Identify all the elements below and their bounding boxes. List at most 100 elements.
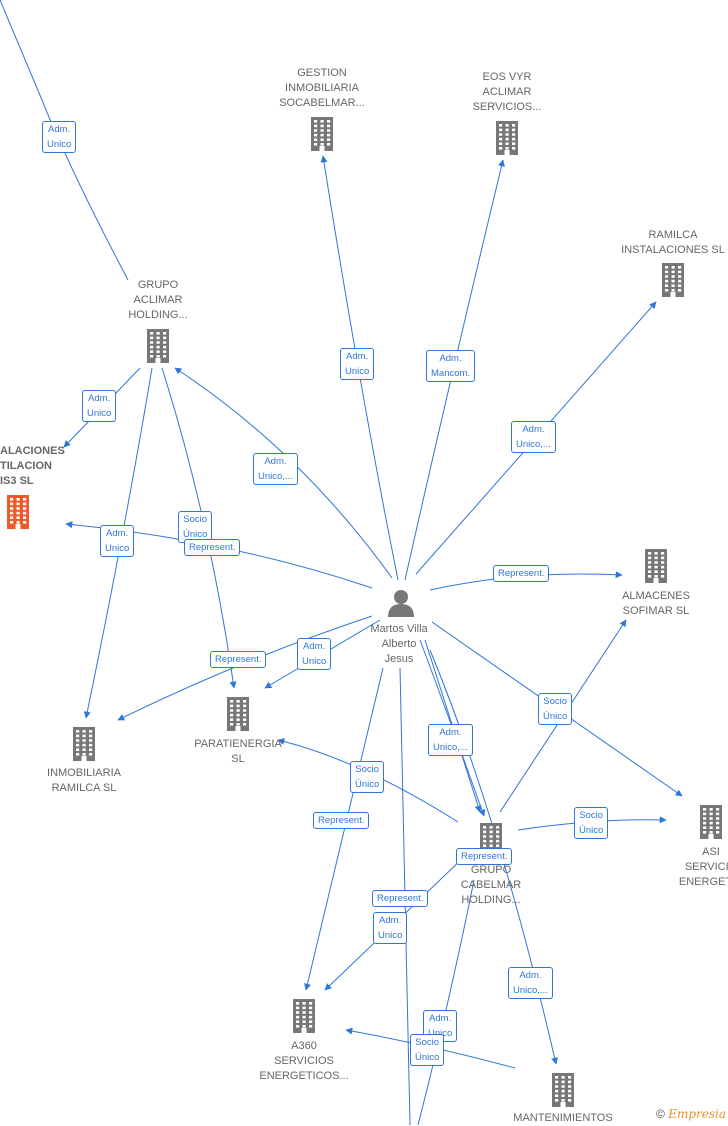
company-label-line: ACLIMAR: [482, 86, 532, 98]
company-label-line: TILACION: [0, 460, 52, 472]
person-name-line: Jesus: [384, 653, 414, 665]
edge-label-line: Unico: [428, 1026, 452, 1041]
company-paratienergia-building-icon[interactable]: [223, 696, 253, 732]
brand-logo[interactable]: Empresia: [668, 1107, 726, 1121]
company-label-line: INMOBILIARIA: [47, 767, 121, 779]
edge-label-line: Unico: [87, 408, 112, 419]
edge-label-line: Unico: [47, 139, 72, 150]
edge-label-line: Unico,...: [258, 471, 293, 482]
edge-line: [417, 879, 475, 1125]
edge-label-line: Unico: [105, 543, 130, 554]
edge-label-line: Unico: [302, 656, 327, 667]
person-icon[interactable]: [386, 588, 416, 618]
company-mantenimientos-label[interactable]: MANTENIMIENTOS: [513, 1111, 612, 1126]
edge-label-l19[interactable]: Represent.: [372, 890, 429, 907]
company-label-line: MANTENIMIENTOS: [513, 1112, 613, 1124]
edge-label-l2[interactable]: Adm.Unico: [340, 348, 375, 380]
company-label-line: HOLDING...: [461, 894, 521, 906]
edge-label-line: Mancom.: [431, 368, 471, 379]
edge-label-line: Adm.: [439, 353, 462, 364]
company-label-line: SERVICIOS: [274, 1055, 334, 1067]
company-label-line: EOS VYR: [482, 71, 532, 83]
person-name-line: Martos Villa: [370, 623, 428, 635]
edge-label-l3[interactable]: Adm. Mancom.: [426, 350, 476, 382]
company-label-line: CABELMAR: [460, 879, 522, 891]
company-eos-building-icon[interactable]: [492, 120, 522, 156]
edge-label-line: Único: [183, 529, 208, 540]
company-label-line: ALACIONES: [0, 445, 65, 457]
company-eos-label[interactable]: EOS VYR ACLIMAR SERVICIOS...: [473, 70, 542, 115]
edge-line: [0, 0, 129, 281]
company-asi-label[interactable]: ASISERVICIOENERGETIC: [679, 845, 728, 890]
company-inmobiliaria_ramilca-building-icon[interactable]: [69, 726, 99, 762]
company-instalaciones-building-icon[interactable]: [3, 494, 33, 530]
company-label-line: SOFIMAR SL: [622, 605, 690, 617]
edge-label-line: Adm.: [379, 915, 402, 926]
edge-label-line: Adm.: [429, 1013, 452, 1024]
edge-label-l8[interactable]: Represent.: [184, 539, 241, 556]
edge-label-line: Único: [543, 711, 568, 722]
company-ramilca_inst-building-icon[interactable]: [658, 262, 688, 298]
company-grupo_aclimar-building-icon[interactable]: [143, 328, 173, 364]
edge-label-l20[interactable]: Adm. Unico: [373, 912, 408, 944]
edge-label-l5[interactable]: Adm.Unico,...: [511, 421, 556, 453]
company-label-line: SERVICIOS...: [472, 101, 542, 113]
edge-label-l18[interactable]: Represent.: [456, 848, 513, 865]
edge-label-line: Represent.: [318, 815, 365, 826]
company-label-line: RAMILCA: [648, 229, 698, 241]
company-label-line: ENERGETIC: [678, 876, 728, 888]
company-label-line: A360: [291, 1040, 317, 1052]
edge-label-line: Adm.: [519, 970, 542, 981]
person-name-line: Alberto: [381, 638, 417, 650]
copyright-symbol: ©: [656, 1107, 665, 1121]
edge-label-l12[interactable]: Adm.Unico: [297, 638, 332, 670]
edge-label-l21[interactable]: Adm.Unico,...: [508, 967, 553, 999]
edge-label-line: Socio: [183, 514, 208, 525]
company-label-line: GESTION: [297, 67, 347, 79]
edge-label-l16[interactable]: Represent.: [313, 812, 370, 829]
company-mantenimientos-building-icon[interactable]: [548, 1072, 578, 1108]
company-almacenes-building-icon[interactable]: [641, 548, 671, 584]
edge-label-line: Único: [579, 825, 604, 836]
edge-label-line: Socio: [415, 1037, 440, 1048]
company-label-line: INSTALACIONES SL: [621, 244, 725, 256]
edge-label-line: Represent.: [215, 654, 262, 665]
edge-label-line: Unico: [378, 930, 403, 941]
company-label-line: ENERGETICOS...: [259, 1070, 349, 1082]
edge-label-line: Socio: [355, 764, 380, 775]
edge-label-l6[interactable]: Adm.Unico,...: [253, 453, 298, 485]
edge-label-line: Adm.: [88, 393, 111, 404]
edge-label-l1[interactable]: Adm.Unico: [42, 121, 77, 153]
edges-layer: [0, 0, 683, 1125]
edge-label-l10[interactable]: Represent.: [210, 651, 267, 668]
edge-label-line: Represent.: [498, 568, 545, 579]
edge-label-line: Adm.: [106, 528, 129, 539]
company-a360-building-icon[interactable]: [289, 998, 319, 1034]
company-label-line: PARATIENERGIA: [194, 738, 282, 750]
edge-label-line: Unico,...: [516, 439, 551, 450]
company-label-line: SERVICIO: [684, 861, 728, 873]
company-asi-building-icon[interactable]: [696, 804, 726, 840]
company-ramilca_inst-label[interactable]: RAMILCA INSTALACIONES SL: [621, 228, 725, 258]
edge-label-l9[interactable]: Adm. Unico: [100, 525, 135, 557]
edge-label-l4[interactable]: Adm. Unico: [82, 390, 117, 422]
company-label-line: GRUPO: [137, 279, 179, 291]
company-gestion-building-icon[interactable]: [307, 116, 337, 152]
edge-label-l11[interactable]: Represent.: [493, 565, 550, 582]
edge-label-l14[interactable]: Adm.Unico,...: [428, 724, 473, 756]
edge-line: [304, 667, 384, 991]
